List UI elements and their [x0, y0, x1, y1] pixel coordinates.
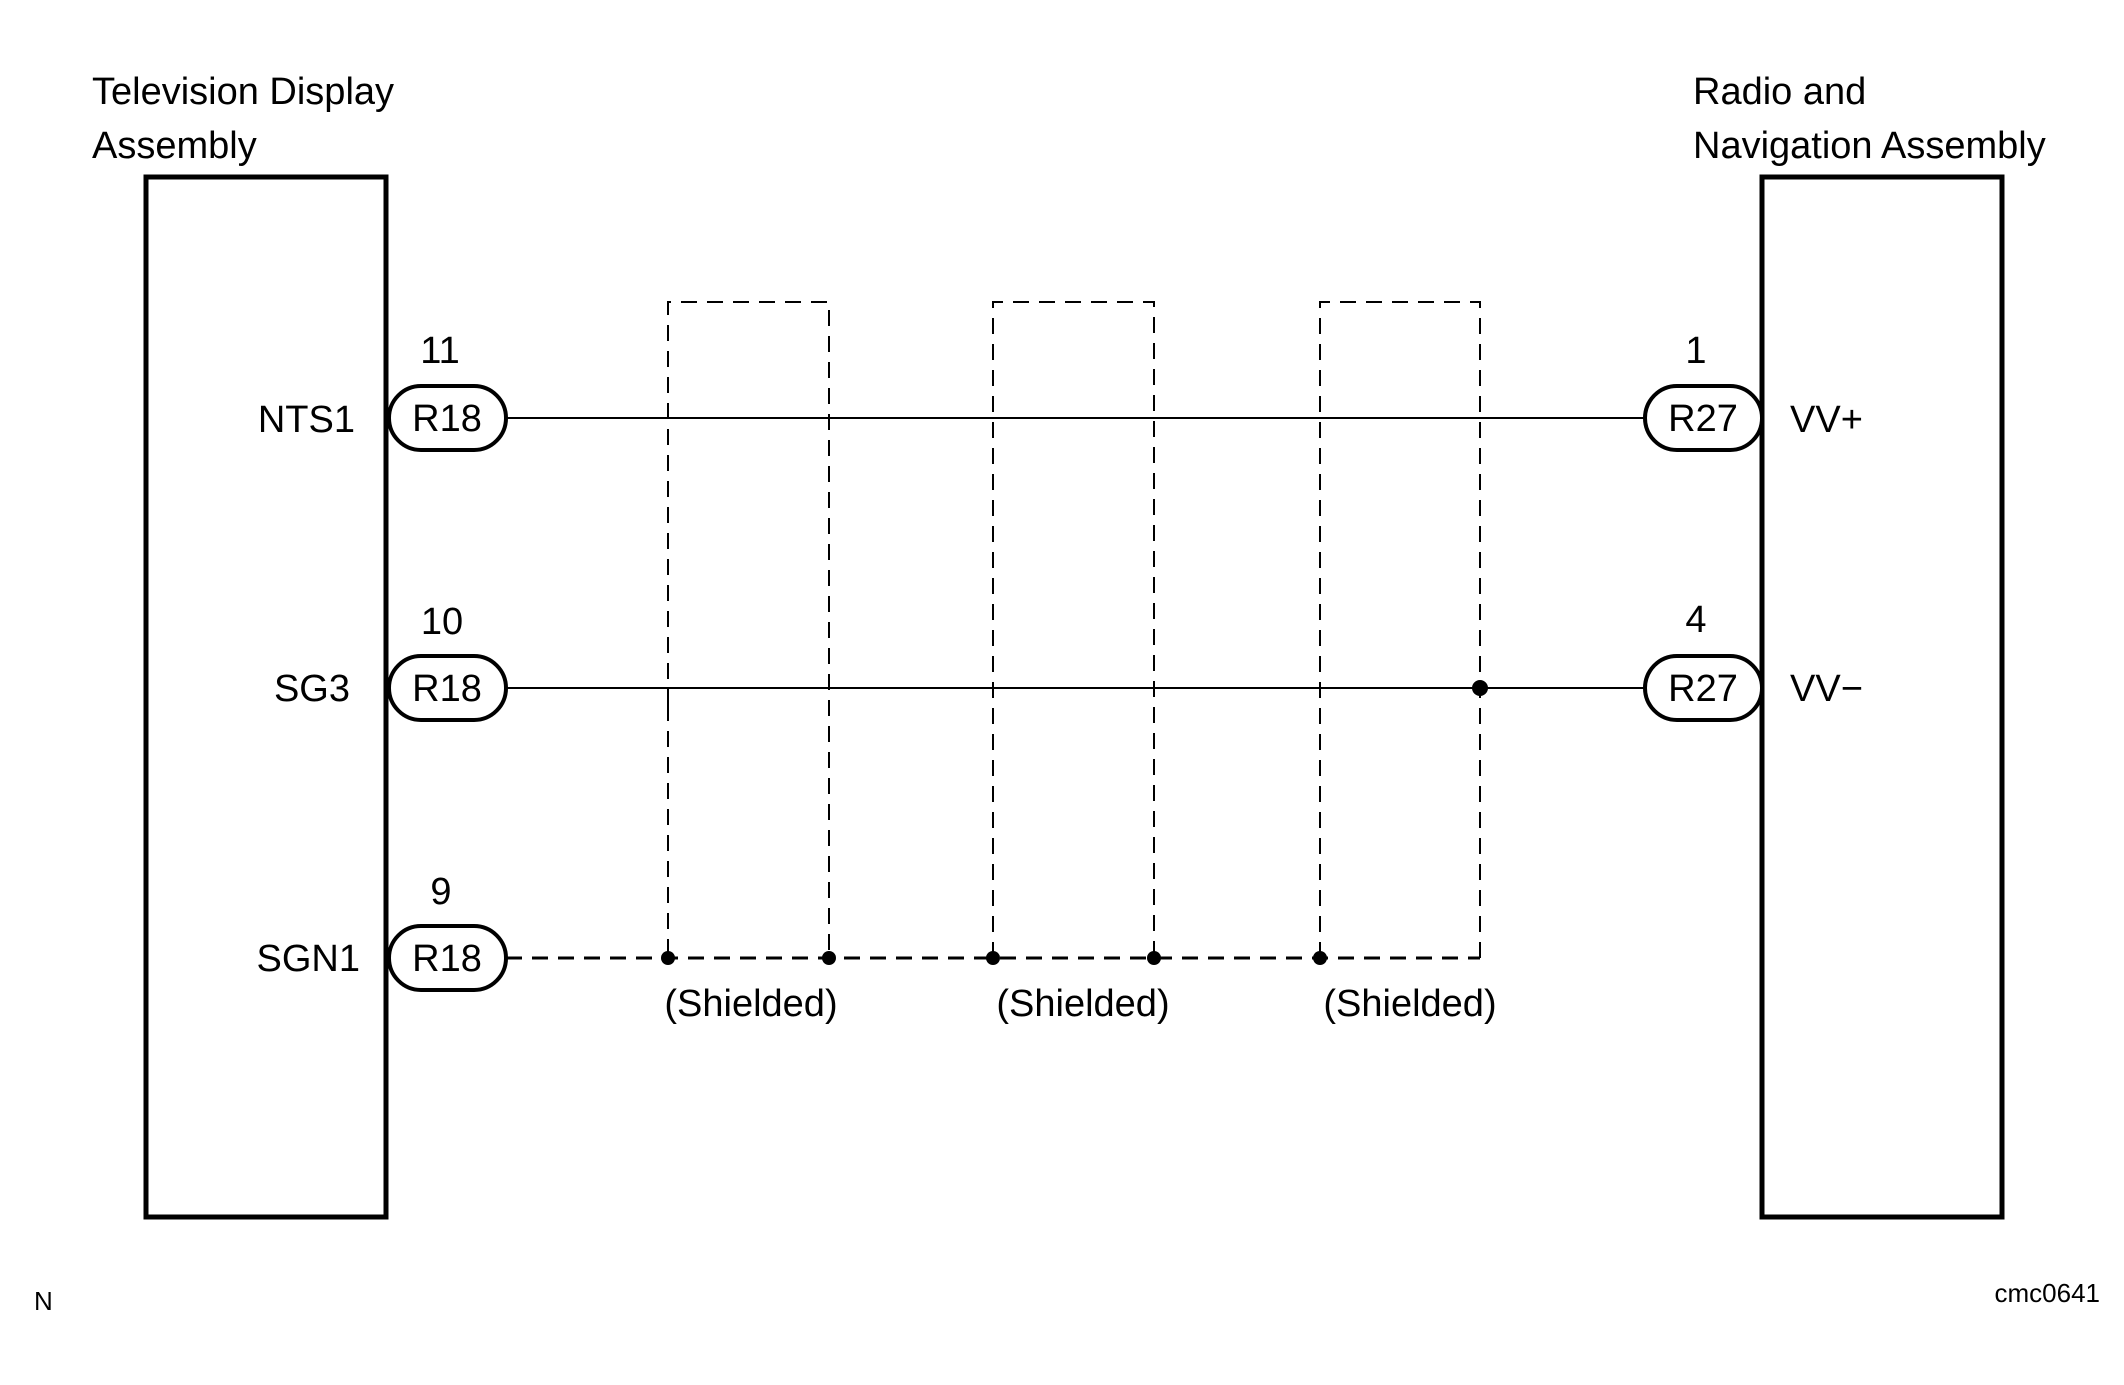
right-signal-label: VV+ — [1790, 399, 1863, 441]
left-signal-label: NTS1 — [258, 399, 355, 441]
shield-junction-dot — [1147, 951, 1161, 965]
left-signal-label: SG3 — [274, 668, 350, 710]
left-pin-number: 9 — [430, 871, 451, 913]
shield-box-2 — [992, 301, 1155, 958]
connector-label: R27 — [1668, 668, 1738, 710]
left-pin-number: 10 — [421, 601, 463, 643]
connector-pill — [1643, 384, 1764, 452]
shield-junction-dot — [822, 951, 836, 965]
right-signal-label: VV− — [1790, 668, 1863, 710]
connector-pill — [387, 924, 508, 992]
connector-pill — [1643, 654, 1764, 722]
left-component-title-line1: Television Display — [92, 71, 394, 113]
shield-box-1 — [667, 301, 830, 958]
shield-junction-dot — [661, 951, 675, 965]
shield-label: (Shielded) — [1323, 983, 1496, 1025]
corner-label-right: cmc0641 — [1995, 1278, 2101, 1308]
shield-label: (Shielded) — [996, 983, 1169, 1025]
connector-pill — [387, 654, 508, 722]
shield-label: (Shielded) — [664, 983, 837, 1025]
connector-label: R18 — [412, 938, 482, 980]
right-component-title-line2: Navigation Assembly — [1693, 125, 2046, 167]
right-component-title-line1: Radio and — [1693, 71, 1866, 113]
shield-junction-dot — [986, 951, 1000, 965]
connector-label: R27 — [1668, 398, 1738, 440]
connector-label: R18 — [412, 398, 482, 440]
left-component-title-line2: Assembly — [92, 125, 257, 167]
corner-label-left: N — [34, 1286, 53, 1316]
left-pin-number: 11 — [420, 330, 459, 372]
junction-dot-sg3 — [1472, 680, 1488, 696]
television-display-assembly-box — [143, 174, 389, 1220]
right-pin-number: 1 — [1685, 330, 1706, 372]
shield-junction-dot — [1313, 951, 1327, 965]
connector-label: R18 — [412, 668, 482, 710]
left-signal-label: SGN1 — [257, 938, 360, 980]
shield-box-3 — [1319, 301, 1481, 958]
connector-pill — [387, 384, 508, 452]
right-pin-number: 4 — [1685, 599, 1706, 641]
